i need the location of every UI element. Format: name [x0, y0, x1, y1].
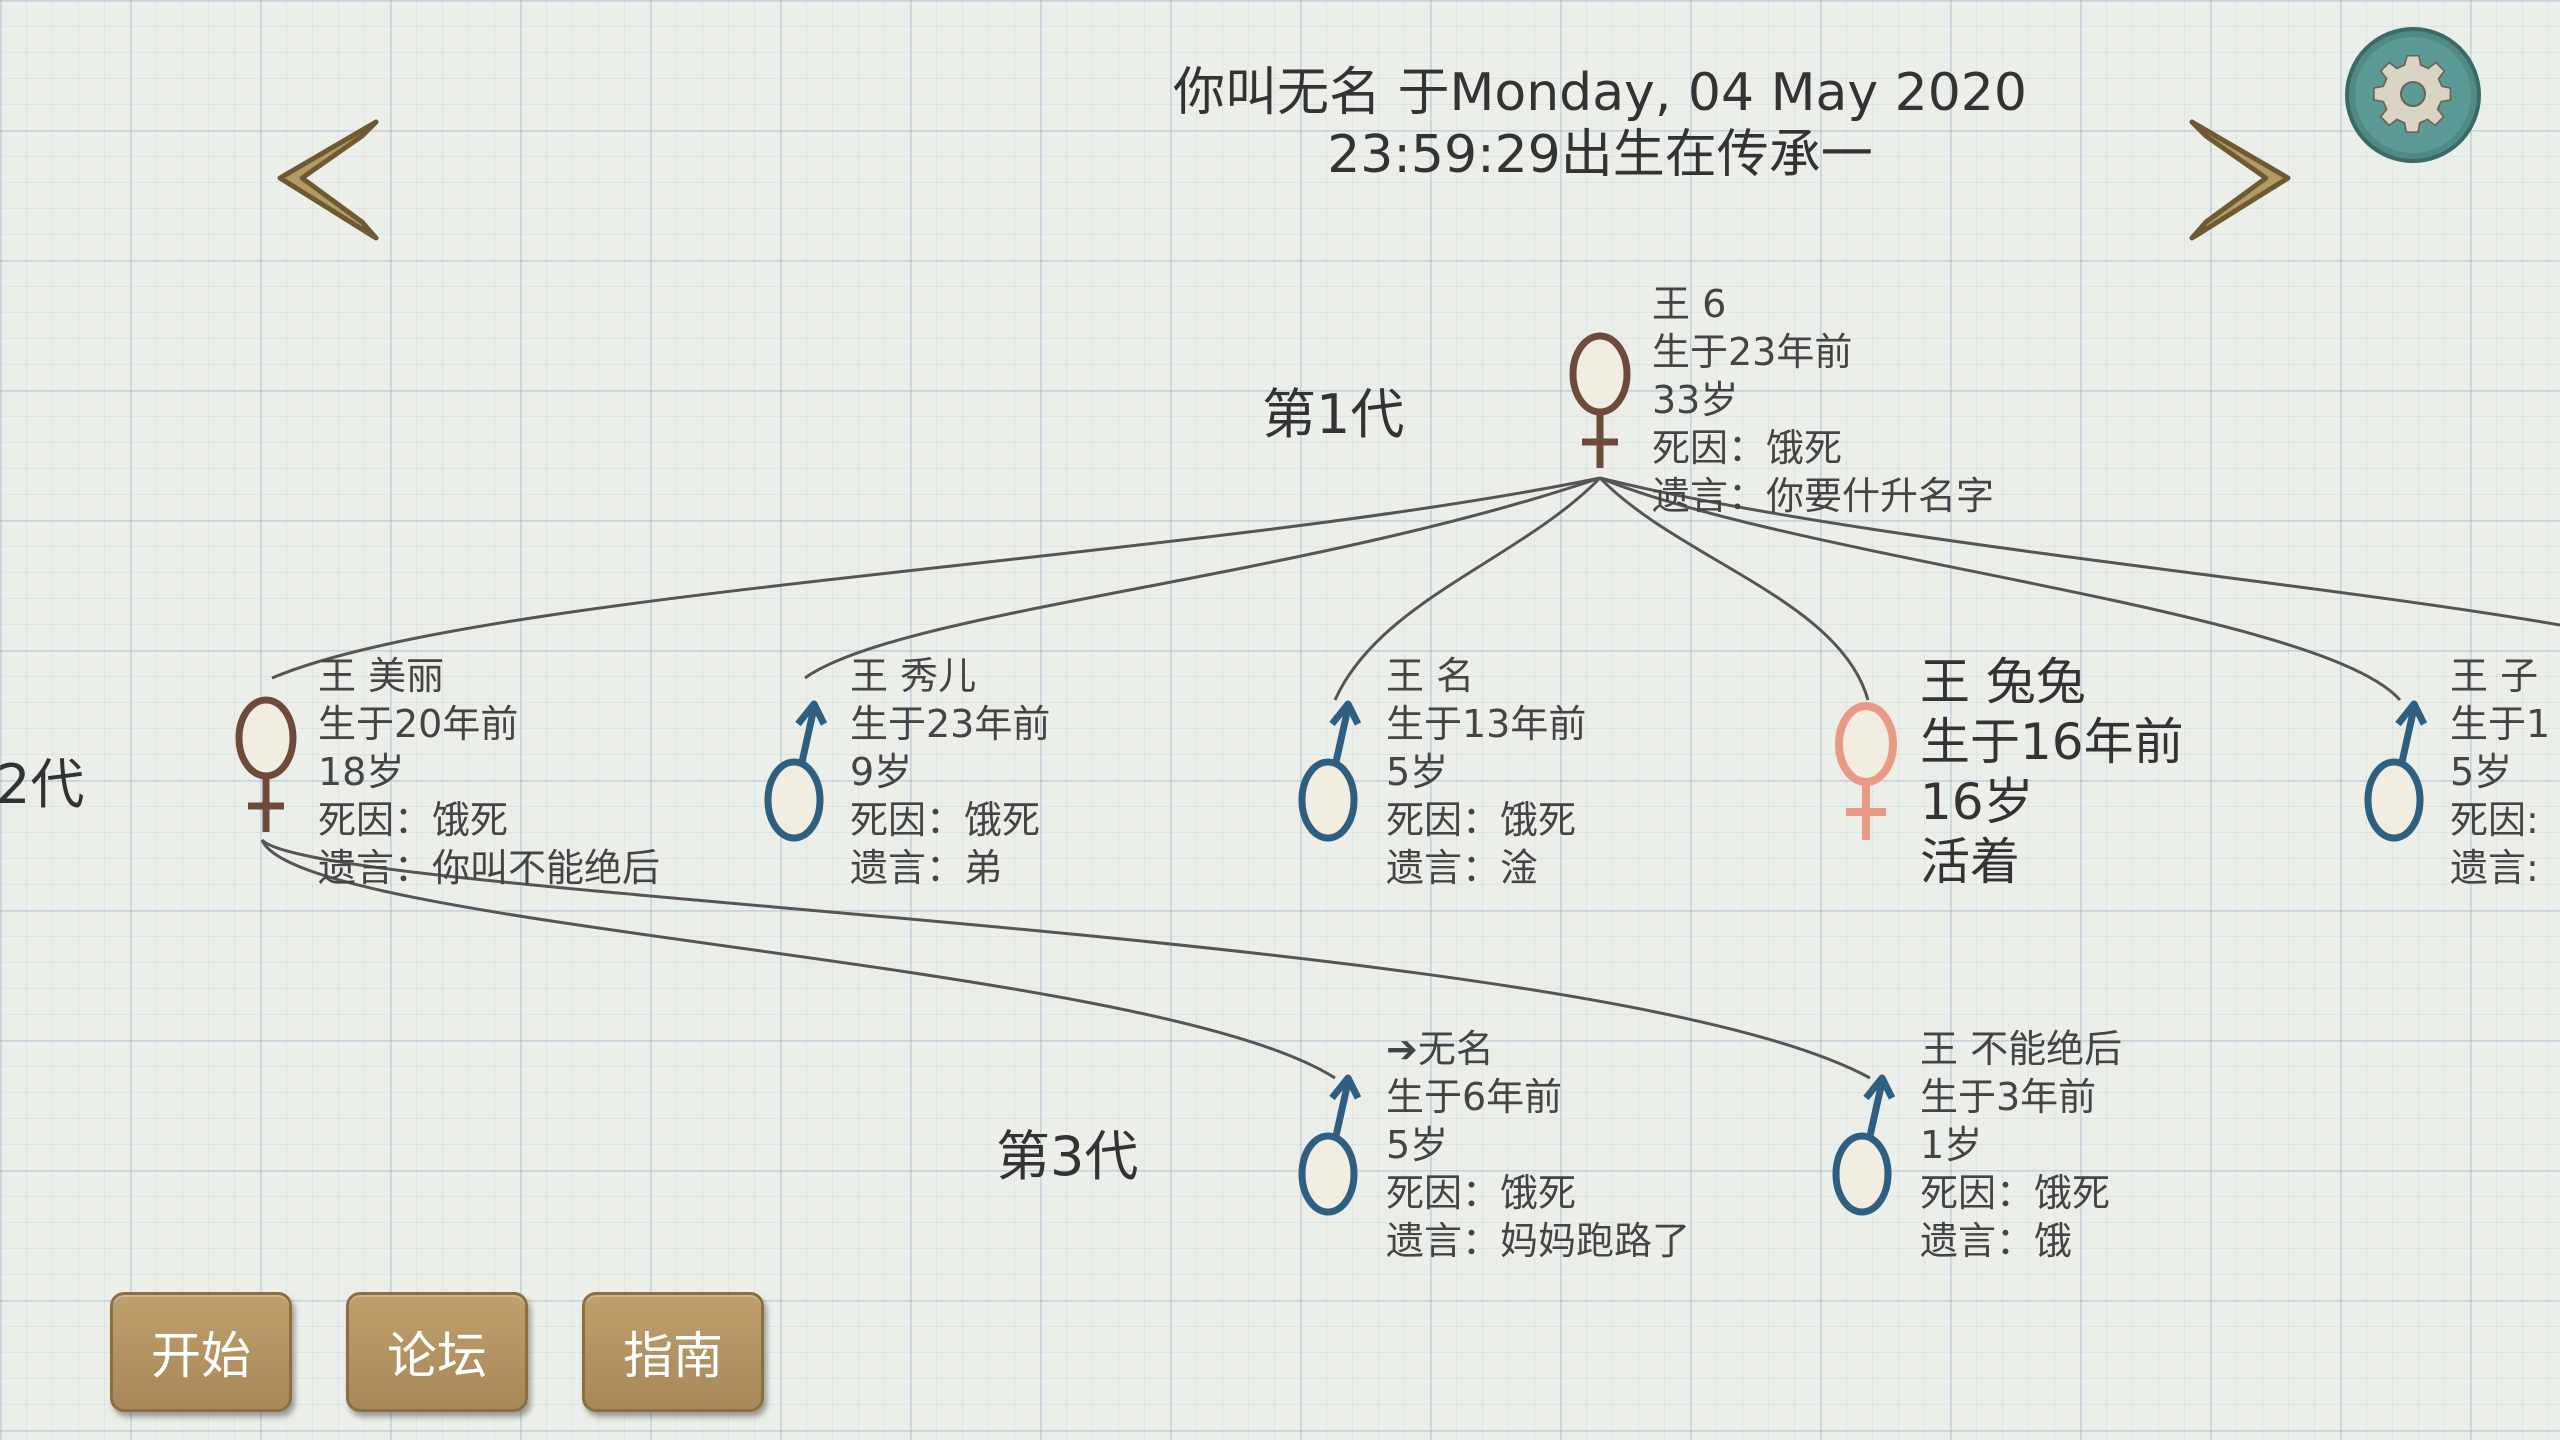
- male-symbol-icon: [764, 700, 828, 842]
- guide-button[interactable]: 指南: [582, 1292, 764, 1412]
- person-name: 王 不能绝后: [1920, 1027, 2123, 1071]
- header-line-1: 你叫无名 于Monday, 04 May 2020: [1173, 63, 2027, 123]
- person-node[interactable]: [2358, 694, 2438, 848]
- person-born: 生于23年前: [1652, 330, 1853, 374]
- male-symbol-icon: [1298, 700, 1362, 842]
- settings-button[interactable]: [2342, 24, 2484, 166]
- person-name: 王 美丽: [318, 654, 445, 698]
- person-name: 王 兔兔: [1920, 653, 2086, 711]
- person-node[interactable]: [1292, 1068, 1372, 1222]
- generation-label-1: 第1代: [1262, 383, 1405, 446]
- person-info-wuming: ➔无名 生于6年前 5岁 死因：饿死 遗言：妈妈跑路了: [1386, 1025, 1690, 1265]
- birth-header: 你叫无名 于Monday, 04 May 2020 23:59:29出生在传承一: [1000, 62, 2200, 186]
- person-info-zi-clip: 王 子 生于1 5岁 死因: 遗言:: [2450, 652, 2560, 902]
- person-born: 生于13年前: [1386, 702, 1587, 746]
- person-info-zi: 王 子 生于1 5岁 死因: 遗言:: [2450, 652, 2560, 892]
- person-age: 5岁: [2450, 750, 2513, 794]
- person-words: 遗言：淦: [1386, 846, 1539, 890]
- person-words: 遗言：你叫不能绝后: [318, 846, 661, 890]
- person-age: 9岁: [850, 750, 913, 794]
- person-cause: 死因：饿死: [1652, 426, 1843, 470]
- person-age: 5岁: [1386, 1123, 1449, 1167]
- next-arrow-button[interactable]: [2180, 110, 2310, 250]
- person-name: 王 秀儿: [850, 654, 977, 698]
- gear-icon: [2345, 27, 2481, 163]
- male-symbol-icon: [2364, 700, 2428, 842]
- person-words: 遗言：你要什升名字: [1652, 474, 1995, 518]
- person-cause: 死因：饿死: [1386, 798, 1577, 842]
- person-info-bunengjuehou: 王 不能绝后 生于3年前 1岁 死因：饿死 遗言：饿: [1920, 1025, 2122, 1265]
- chevron-right-icon: [2189, 119, 2291, 241]
- generation-label-3: 第3代: [996, 1125, 1139, 1188]
- person-node[interactable]: [758, 694, 838, 848]
- person-info-ming: 王 名 生于13年前 5岁 死因：饿死 遗言：淦: [1386, 652, 1586, 892]
- person-born: 生于1: [2450, 702, 2551, 746]
- person-cause: 死因：饿死: [850, 798, 1041, 842]
- person-born: 生于20年前: [318, 702, 519, 746]
- person-born: 生于23年前: [850, 702, 1051, 746]
- person-born: 生于16年前: [1920, 713, 2184, 771]
- header-line-2: 23:59:29出生在传承一: [1327, 125, 1873, 185]
- person-words: 遗言：妈妈跑路了: [1386, 1219, 1691, 1263]
- person-age: 18岁: [318, 750, 405, 794]
- person-info-meili: 王 美丽 生于20年前 18岁 死因：饿死 遗言：你叫不能绝后: [318, 652, 660, 892]
- person-age: 33岁: [1652, 378, 1739, 422]
- chevron-left-icon: [277, 119, 379, 241]
- person-age: 1岁: [1920, 1123, 1983, 1167]
- prev-arrow-button[interactable]: [258, 110, 388, 250]
- person-cause: 死因：饿死: [1386, 1171, 1577, 1215]
- person-node[interactable]: [1292, 694, 1372, 848]
- person-node[interactable]: [1826, 1068, 1906, 1222]
- person-name: ➔无名: [1386, 1027, 1494, 1071]
- person-status: 活着: [1920, 833, 2020, 891]
- person-cause: 死因：饿死: [1920, 1171, 2111, 1215]
- person-cause: 死因：饿死: [318, 798, 509, 842]
- person-name: 王 6: [1652, 282, 1727, 326]
- generation-label-2: 2代: [0, 753, 85, 816]
- person-born: 生于6年前: [1386, 1075, 1563, 1119]
- person-age: 16岁: [1920, 773, 2034, 831]
- person-info-wang6: 王 6 生于23年前 33岁 死因：饿死 遗言：你要什升名字: [1652, 280, 1994, 520]
- person-info-tutu: 王 兔兔 生于16年前 16岁 活着: [1920, 652, 2184, 892]
- person-words: 遗言：弟: [850, 846, 1003, 890]
- person-words: 遗言:: [2450, 846, 2539, 890]
- person-name: 王 名: [1386, 654, 1475, 698]
- person-age: 5岁: [1386, 750, 1449, 794]
- start-button[interactable]: 开始: [110, 1292, 292, 1412]
- female-symbol-icon: [1835, 702, 1897, 840]
- female-symbol-icon: [235, 696, 297, 832]
- person-born: 生于3年前: [1920, 1075, 2097, 1119]
- male-symbol-icon: [1298, 1074, 1362, 1216]
- person-node[interactable]: [226, 694, 306, 848]
- person-words: 遗言：饿: [1920, 1219, 2073, 1263]
- person-node[interactable]: [1826, 700, 1906, 854]
- person-node[interactable]: [1560, 330, 1640, 484]
- person-cause: 死因:: [2450, 798, 2539, 842]
- male-symbol-icon: [1832, 1074, 1896, 1216]
- forum-button[interactable]: 论坛: [346, 1292, 528, 1412]
- female-symbol-icon: [1569, 332, 1631, 468]
- person-name: 王 子: [2450, 654, 2539, 698]
- person-info-xiuer: 王 秀儿 生于23年前 9岁 死因：饿死 遗言：弟: [850, 652, 1050, 892]
